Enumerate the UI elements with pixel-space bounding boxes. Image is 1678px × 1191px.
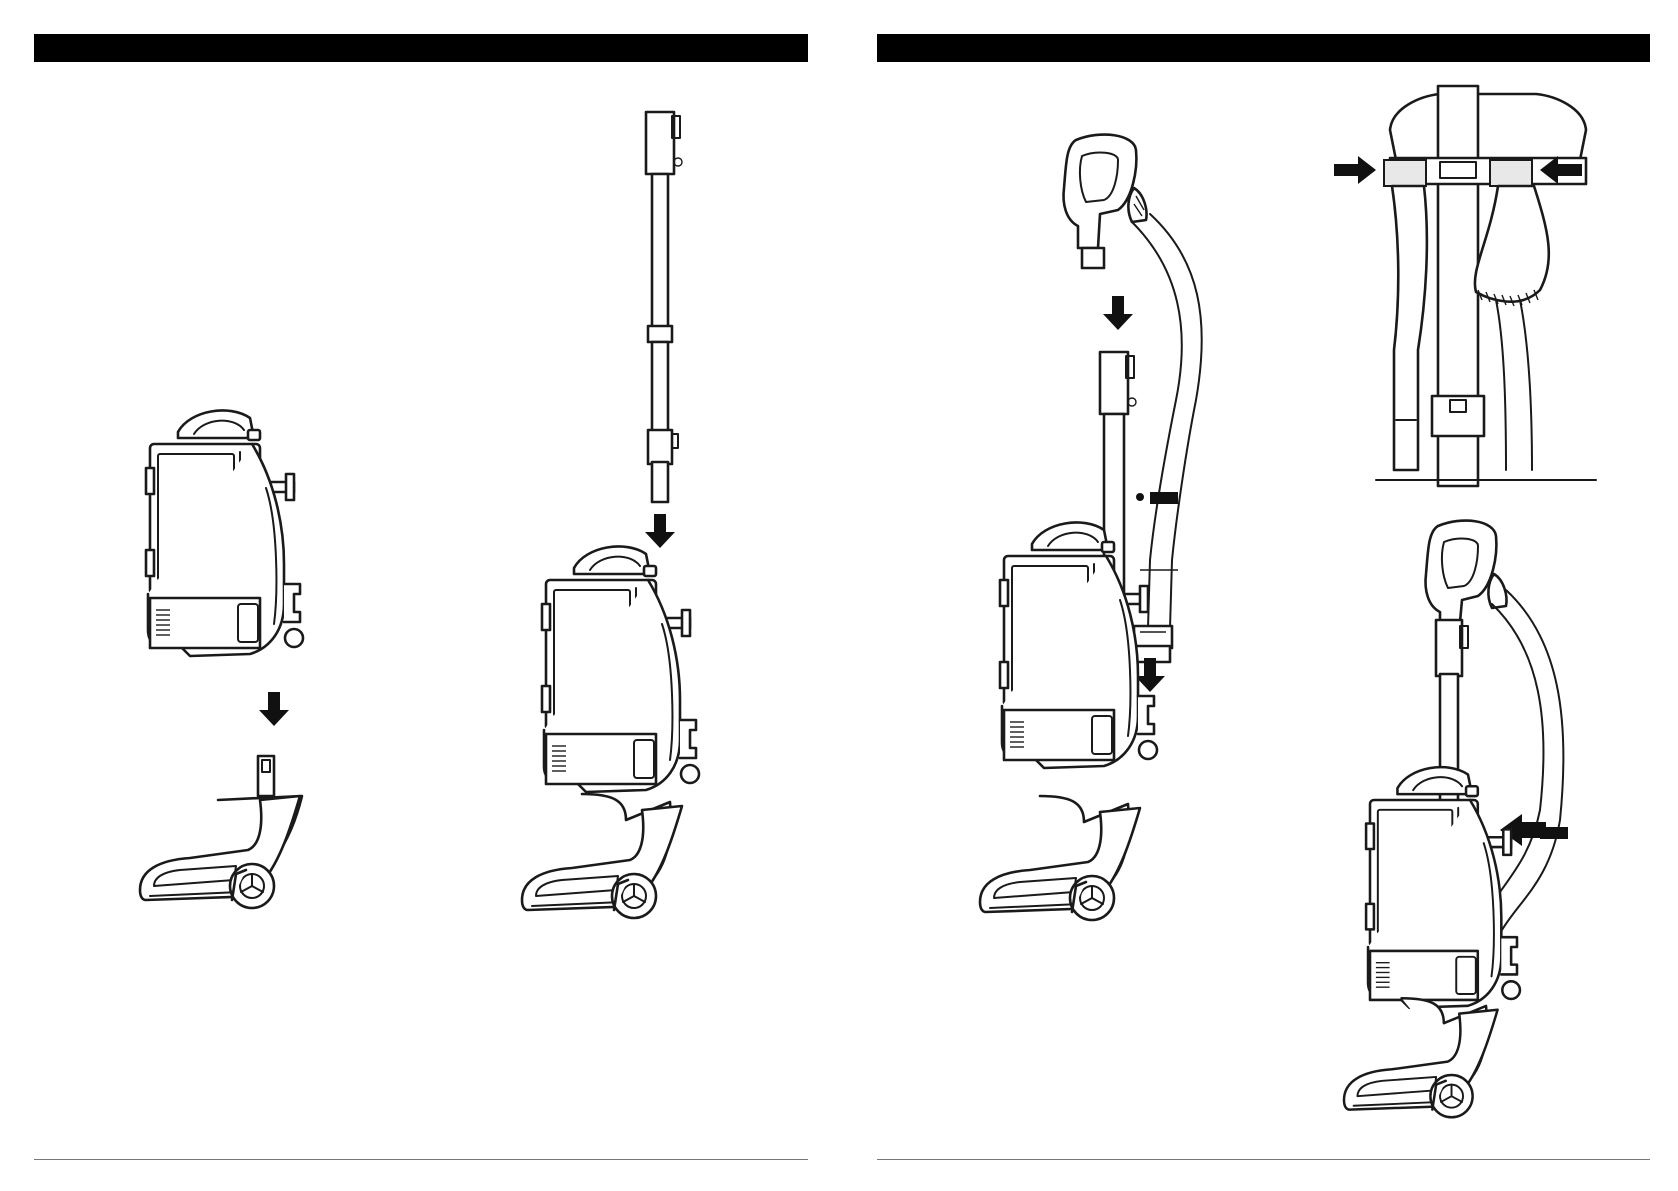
pod-drawing <box>1000 522 1157 768</box>
illustration-wand-into-pod <box>522 112 699 918</box>
illustration-assembled-upright <box>1344 521 1568 1118</box>
pod-drawing <box>1366 767 1520 1008</box>
floor-nozzle-drawing <box>140 756 302 908</box>
illustration-accessory-clips <box>1334 86 1596 486</box>
floor-nozzle-drawing <box>522 794 682 918</box>
illustration-pod-into-nozzle <box>140 410 303 908</box>
floor-nozzle-drawing <box>1344 998 1498 1117</box>
arrow-down-icon <box>645 514 675 548</box>
arrow-down-icon <box>1103 296 1133 330</box>
pod-drawing <box>146 410 303 656</box>
hose-clip-icon <box>1136 492 1178 504</box>
wand-drawing <box>646 112 682 502</box>
illustration-handle-and-hose <box>980 135 1202 920</box>
pod-drawing <box>542 546 699 792</box>
arrow-right-icon <box>1334 156 1376 184</box>
handle-drawing <box>1064 135 1147 268</box>
arrow-down-icon <box>259 692 289 726</box>
floor-nozzle-drawing <box>980 796 1140 920</box>
